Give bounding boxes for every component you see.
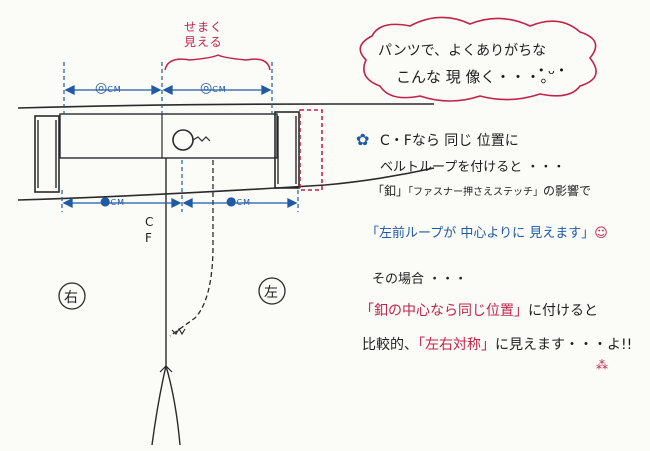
- left-circle-label: 右: [64, 290, 78, 306]
- bottom-right-dimension-unit: CM: [236, 198, 251, 207]
- note-line-3-button: 「釦」: [372, 184, 409, 198]
- note-line-5: その場合 ・・・: [372, 272, 468, 287]
- top-left-dimension-value: ◎: [95, 80, 108, 96]
- speech-bubble: [359, 16, 597, 102]
- note-line-6-highlight: 「釦の中心なら同じ位置」: [360, 303, 528, 319]
- top-dimension-arrows: [64, 84, 272, 96]
- center-front-label: C F: [145, 215, 154, 245]
- narrow-bracket: [164, 54, 271, 71]
- left-side-circle: [58, 282, 86, 310]
- fly-stitch-line: [169, 160, 214, 337]
- note-line-4-text: 「左前ループが 中心よりに 見えます」: [366, 226, 595, 241]
- bottom-right-dimension: ●CM: [226, 194, 251, 208]
- belt-loop-left: [34, 115, 60, 193]
- crotch-split: [151, 365, 181, 446]
- note-line-6-tail: に付けると: [528, 303, 598, 319]
- top-right-dimension: ◎CM: [200, 80, 227, 96]
- buttonhole-stitch: [192, 136, 211, 142]
- note-line-3: 「釦」「ファスナー押さえステッチ」の影響で: [372, 182, 591, 199]
- bubble-line-2: こんな 現 像く・・・。: [396, 68, 556, 86]
- bottom-left-dimension-unit: CM: [110, 198, 125, 207]
- flower-bullet-icon: ✿: [356, 130, 370, 149]
- note-line-7-head: 比較的、: [362, 337, 418, 353]
- belt-loop-right: [274, 111, 300, 189]
- top-left-dimension: ◎CM: [95, 80, 122, 96]
- sparkle-icon: ⁂: [596, 358, 608, 372]
- note-line-3-tail: の影響で: [543, 184, 592, 198]
- right-circle-label: 左: [264, 285, 278, 301]
- smile-icon: ☺: [594, 226, 608, 241]
- top-left-dimension-unit: CM: [107, 85, 122, 94]
- note-line-4: 「左前ループが 中心よりに 見えます」☺: [366, 222, 608, 241]
- button-icon: [172, 129, 194, 151]
- narrow-label: せまく 見える: [184, 20, 224, 49]
- bottom-dimension-arrows: [62, 197, 298, 209]
- note-line-7-highlight: 「左右対称」: [418, 337, 495, 353]
- bottom-left-dimension-value: ●: [100, 194, 111, 208]
- note-line-6: 「釦の中心なら同じ位置」に付けると: [360, 300, 598, 320]
- bubble-line-1: パンツで、よくありがちな: [378, 43, 547, 59]
- note-line-7: 比較的、「左右対称」に見えます・・・よ!!: [362, 334, 632, 354]
- note-line-3-zipper: 「ファスナー押さえステッチ」: [408, 187, 544, 198]
- bottom-right-dimension-value: ●: [226, 194, 237, 208]
- bartack: [171, 327, 186, 336]
- note-line-1: C・Fなら 同じ 位置に: [380, 133, 519, 149]
- top-right-dimension-value: ◎: [200, 80, 213, 96]
- belt-loop-alt-position: [299, 109, 323, 191]
- waistband-top-edge: [17, 103, 434, 109]
- note-line-7-tail: に見えます・・・よ!!: [495, 337, 633, 353]
- waistband-front-panel: [59, 113, 278, 159]
- bottom-left-dimension: ●CM: [100, 194, 125, 208]
- bubble-face: • ᴗ •: [538, 64, 565, 77]
- right-side-circle: [258, 277, 286, 305]
- note-line-2: ベルトループを付けると ・・・: [380, 160, 566, 175]
- top-right-dimension-unit: CM: [212, 85, 227, 94]
